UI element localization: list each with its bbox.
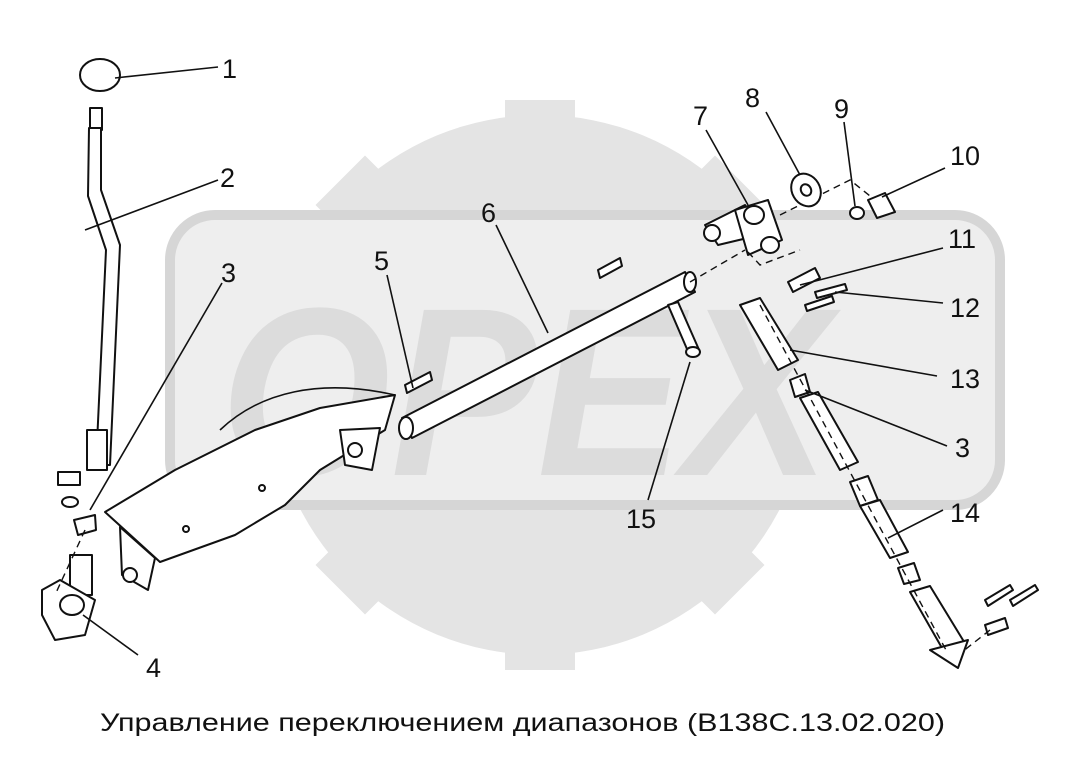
callout-9: 9 xyxy=(834,94,849,124)
callout-3-left: 3 xyxy=(221,258,236,288)
washer-inner xyxy=(799,183,813,197)
callout-12: 12 xyxy=(950,293,980,323)
key-part xyxy=(404,257,623,394)
diagram-caption: Управление переключением диапазонов (В13… xyxy=(100,709,945,737)
mounting-bracket xyxy=(104,387,396,591)
callout-5: 5 xyxy=(374,246,389,276)
bolt xyxy=(867,192,896,219)
callout-7: 7 xyxy=(693,101,708,131)
callout-4: 4 xyxy=(146,653,161,683)
callout-11: 11 xyxy=(948,224,976,254)
watermark-logo: OPEX xyxy=(165,100,1005,670)
rod-assembly xyxy=(739,297,969,669)
callout-15: 15 xyxy=(626,504,656,534)
bottom-fasteners xyxy=(961,584,1039,653)
callout-3-right: 3 xyxy=(955,433,970,463)
lever-hub xyxy=(41,471,97,641)
shift-lever-head xyxy=(703,179,876,266)
watermark-text: OPEX xyxy=(220,258,842,526)
callout-2: 2 xyxy=(220,163,235,193)
small-pins xyxy=(787,267,848,312)
callout-6: 6 xyxy=(481,198,496,228)
main-shaft xyxy=(398,249,746,440)
callout-10: 10 xyxy=(950,141,980,171)
callout-1: 1 xyxy=(222,54,237,84)
pin-part xyxy=(667,301,701,358)
callout-13: 13 xyxy=(950,364,980,394)
lock-washer xyxy=(849,206,865,220)
leader-lines xyxy=(82,66,948,656)
callout-labels: 1 2 3 4 5 6 7 8 9 10 11 12 13 3 14 15 xyxy=(146,54,980,683)
callout-14: 14 xyxy=(950,498,980,528)
callout-8: 8 xyxy=(745,83,760,113)
gear-lever xyxy=(79,58,121,471)
